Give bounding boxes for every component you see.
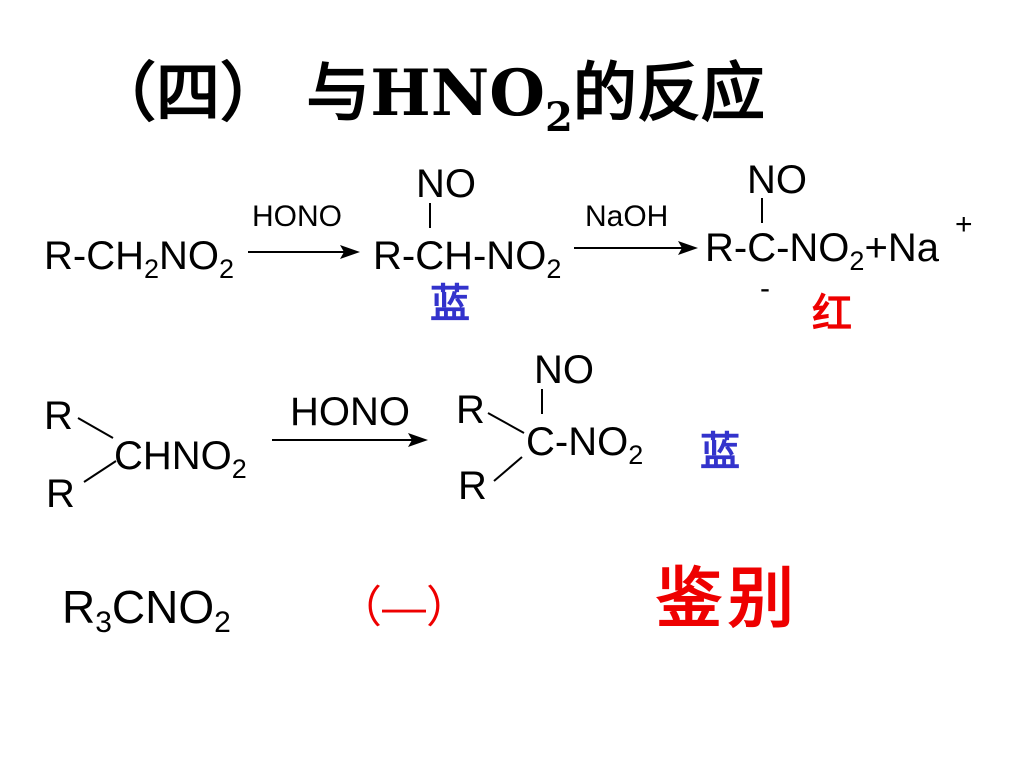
bond-pr-bottom: [493, 456, 523, 482]
arrowhead-1: [340, 245, 360, 259]
sodium-charge: +: [955, 208, 973, 241]
bond-r-bottom: [83, 460, 117, 483]
product-1-sub: 2: [546, 254, 562, 284]
compound-3-a: R: [62, 581, 96, 633]
bond-pr-top: [487, 412, 525, 434]
compound-3-sub2: 2: [214, 606, 231, 639]
salt-product: R-C-NO2+Na: [705, 226, 939, 275]
reagent-naoh: NaOH: [585, 200, 669, 233]
tertiary-nitro: R3CNO2: [62, 581, 231, 638]
salt-sub: 2: [849, 246, 865, 276]
color-label-blue-1: 蓝: [430, 281, 470, 327]
product-1-a: R-CH-NO: [373, 234, 547, 278]
reactant-2-a: CHNO: [114, 434, 232, 478]
reactant-1-sub2: 2: [219, 254, 235, 284]
salt-b: +Na: [864, 226, 939, 270]
product-2-a: C-NO: [526, 420, 629, 464]
reactant-1-a: R-CH: [44, 234, 144, 278]
nitroso-label-1: NO: [416, 162, 476, 206]
nitroso-label-2: NO: [747, 158, 807, 202]
reactant-1: R-CH2NO2: [44, 234, 234, 283]
compound-3-sub1: 3: [95, 606, 112, 639]
product-1: R-CH-NO2: [373, 234, 561, 283]
r-bottom-1: R: [46, 472, 75, 516]
title-suffix: 的反应: [572, 56, 765, 131]
reactant-2: CHNO2: [114, 434, 247, 483]
product-2-sub: 2: [628, 440, 644, 470]
no-reaction-result: （—）: [338, 583, 470, 632]
color-label-red: 红: [812, 291, 852, 337]
compound-3-b: CNO: [111, 581, 215, 633]
salt-a: R-C-NO: [705, 226, 850, 270]
product-2: C-NO2: [526, 420, 643, 469]
arrowhead-3: [408, 433, 428, 447]
reagent-hono-2: HONO: [290, 390, 410, 434]
reagent-hono-1: HONO: [252, 200, 342, 233]
reactant-2-sub: 2: [231, 454, 247, 484]
p-r-top: R: [456, 388, 485, 432]
slide-title: （四） 与HNO2的反应: [92, 62, 765, 138]
carbanion-charge: -: [760, 272, 770, 305]
arrowhead-2: [678, 241, 698, 255]
r-top-1: R: [44, 394, 73, 438]
title-subscript: 2: [545, 94, 573, 141]
nitroso-label-3: NO: [534, 348, 594, 392]
p-r-bottom: R: [458, 464, 487, 508]
reactant-1-sub1: 2: [143, 254, 160, 284]
color-label-blue-2: 蓝: [700, 429, 740, 475]
conclusion-label: 鉴别: [656, 560, 800, 637]
bond-r-top: [77, 417, 114, 439]
reactant-1-b: NO: [159, 234, 220, 278]
title-prefix: （四） 与HNO: [92, 56, 545, 131]
